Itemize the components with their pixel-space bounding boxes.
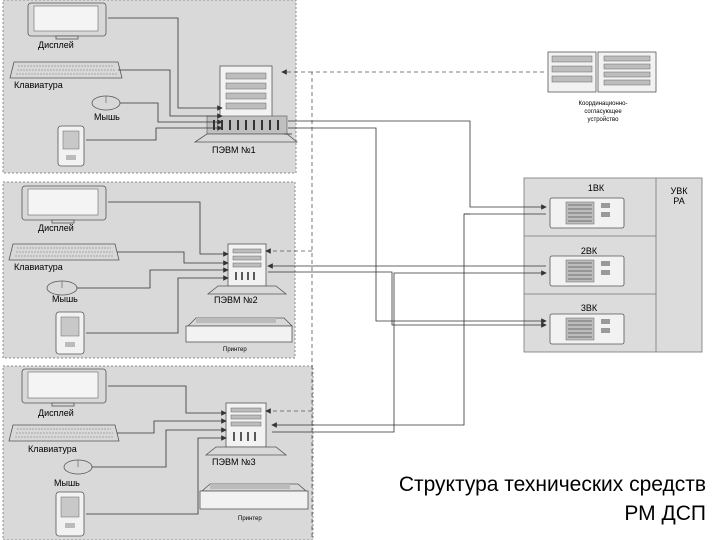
caption-line-2: РМ ДСП [624,502,706,525]
mouse-icon [63,459,93,475]
computer-tower-icon [204,402,288,456]
printer-icon [199,483,309,510]
display-icon [21,185,107,224]
pc-label: ПЭВМ №3 [212,457,256,467]
pc-label: ПЭВМ №1 [212,145,256,155]
pc-label: ПЭВМ №2 [214,295,258,305]
vk-unit-2: 2ВК [549,246,625,287]
handheld-terminal-icon [55,491,85,537]
keyboard-icon [8,243,120,261]
keyboard-icon [9,61,123,79]
mouse-label: Мышь [52,294,78,304]
display-label: Дисплей [38,408,74,418]
printer-label: Принтер [223,347,247,353]
caption-line-1: Структура технических средств [398,473,706,496]
handheld-terminal-icon [55,311,85,355]
mouse-icon [46,280,78,296]
vk-unit-1: 1ВК [549,183,625,229]
uvk-label-line-2: РА [673,196,684,206]
coordinator-label-line-3: устройство [588,116,620,123]
mouse-label: Мышь [54,478,80,488]
display-icon [21,368,107,407]
coordinator-label-line-1: Координационно- [579,101,628,107]
pc-vk-links [267,120,547,433]
printer-label: Принтер [238,516,262,522]
keyboard-label: Клавиатура [28,444,77,454]
display-label: Дисплей [38,223,74,233]
vk-unit-3: 3ВК [549,303,625,345]
workstation-panel-3: Дисплей Клавиатура Мышь ПЭВМ №3 [2,365,314,540]
computer-tower-icon [206,243,288,295]
mouse-label: Мышь [94,112,120,122]
mouse-icon [91,95,121,111]
workstation-panel-2: Дисплей Клавиатура Мышь ПЭВМ №2 [2,181,296,359]
keyboard-label: Клавиатура [14,80,63,90]
display-icon [27,2,107,40]
printer-icon [185,317,293,343]
display-label: Дисплей [38,40,74,50]
vk-unit-label: 2ВК [581,246,598,256]
keyboard-label: Клавиатура [14,262,63,272]
vk-unit-label: 3ВК [581,303,598,313]
diagram-caption: Структура технических средств РМ ДСП [399,470,706,528]
handheld-terminal-icon [57,125,85,167]
uvk-label-line-1: УВК [671,186,689,196]
coordinator-label-line-2: согласующее [584,109,622,115]
vk-unit-label: 1ВК [588,183,605,193]
coordination-device-icon [547,51,657,93]
computer-tower-icon [193,65,299,143]
workstation-panel-1: Дисплей Клавиатура Мышь [2,0,299,174]
keyboard-icon [8,424,120,442]
